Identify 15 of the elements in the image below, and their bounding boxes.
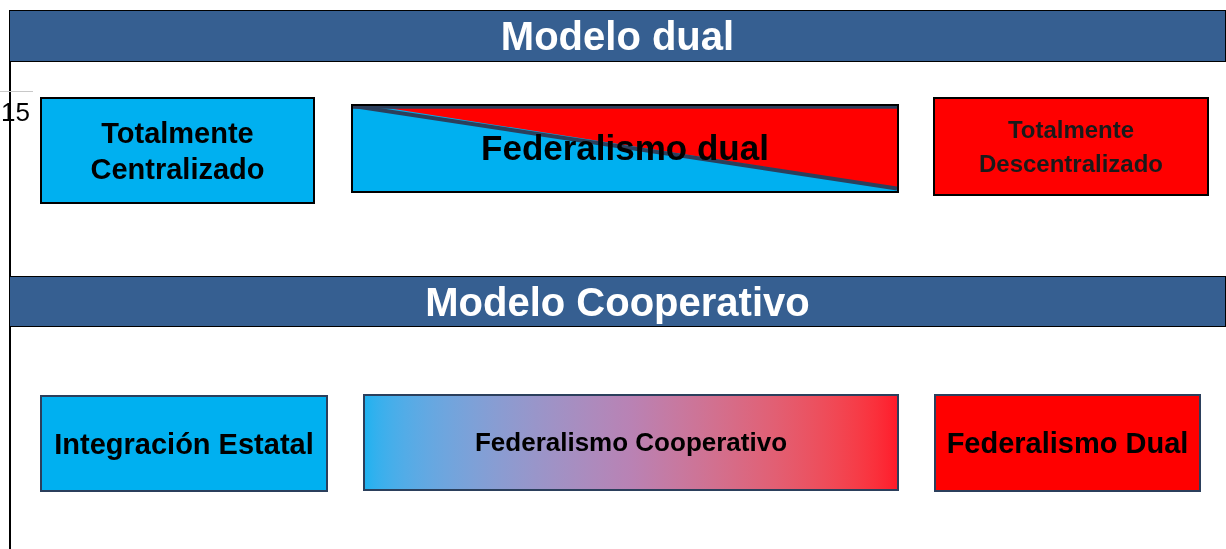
box-label: Federalismo Dual	[945, 426, 1190, 461]
gradient-box	[363, 394, 899, 491]
process-box	[933, 97, 1209, 196]
process-box	[40, 395, 328, 492]
box-label: Federalismo Cooperativo	[473, 426, 789, 459]
section-header-band	[9, 276, 1226, 327]
process-box	[934, 394, 1201, 492]
box-label: Totalmente Descentralizado	[977, 114, 1165, 179]
box-label: Totalmente Centralizado	[89, 115, 266, 187]
section-header-band	[9, 10, 1226, 62]
box-label: Modelo Cooperativo	[424, 278, 811, 326]
box-label: Integración Estatal	[53, 426, 315, 462]
box-label: Modelo dual	[499, 13, 736, 60]
split-box	[351, 104, 899, 193]
process-box	[40, 97, 315, 204]
